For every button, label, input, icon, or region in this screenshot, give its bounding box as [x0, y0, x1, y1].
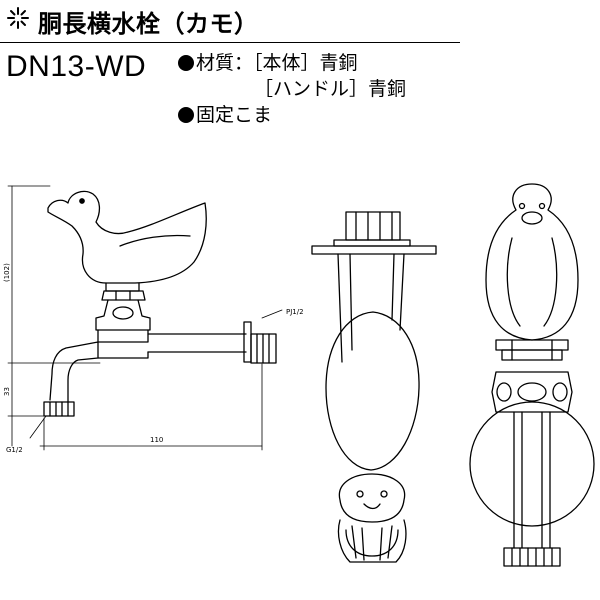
duck-handle-rear: [485, 183, 579, 341]
sparkle-asterisk-icon: [7, 7, 29, 29]
material-label: 材質：: [196, 52, 254, 74]
duck-handle-front: [325, 311, 420, 471]
duck-handle-side: [47, 190, 207, 284]
title-divider: [0, 42, 460, 43]
spec-list: 材質：［本体］青銅 ［ハンドル］青銅 固定こま: [178, 50, 406, 128]
dim-length: 110: [150, 436, 163, 444]
spec-fixed-piece: 固定こま: [178, 102, 406, 128]
dim-thread-inlet: PJ1/2: [286, 308, 304, 316]
bullet-icon: [178, 55, 194, 71]
bullet-icon: [178, 107, 194, 123]
front-view: [311, 211, 437, 563]
page-title: 胴長横水栓（カモ）: [38, 10, 259, 38]
dim-height-spout: 33: [3, 387, 11, 396]
fixed-piece: 固定こま: [196, 104, 273, 126]
dim-height-handle: (102): [3, 263, 11, 282]
dim-thread-outlet: G1/2: [6, 446, 23, 454]
handle-material: ［ハンドル］青銅: [254, 78, 407, 100]
rear-view: [469, 183, 595, 567]
spec-material: 材質：［本体］青銅: [178, 50, 406, 76]
model-number: DN13-WD: [6, 50, 147, 83]
dimension-lines: [7, 185, 283, 451]
technical-drawing: (102) 33 110 PJ1/2 G1/2: [3, 183, 595, 567]
side-view: [43, 190, 277, 417]
body-material: ［本体］青銅: [253, 52, 358, 74]
spec-handle-material: ［ハンドル］青銅: [178, 76, 406, 102]
